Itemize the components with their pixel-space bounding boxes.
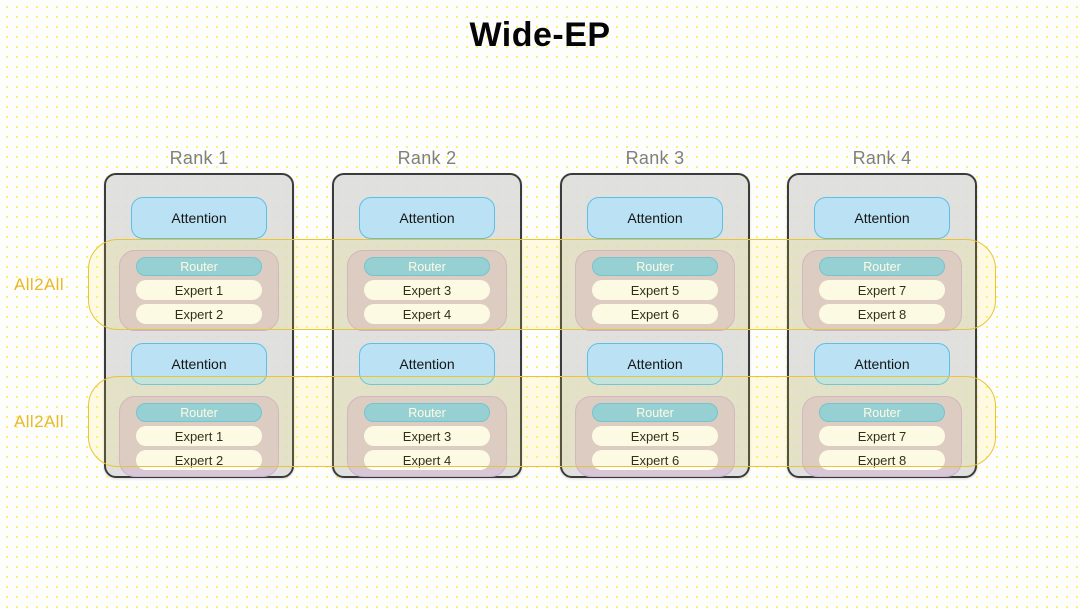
expert-label: Expert 8 [857, 452, 907, 468]
expert-label: Expert 3 [402, 428, 452, 444]
attention-label: Attention [854, 356, 910, 372]
expert-label: Expert 2 [174, 452, 224, 468]
rank-title-4: Rank 4 [852, 148, 912, 168]
attention-label: Attention [854, 210, 910, 226]
rank-card-3[interactable]: Attention Router Expert 5 Expert 6 Atten… [560, 173, 750, 478]
rank-card-1[interactable]: Attention Router Expert 1 Expert 2 Atten… [104, 173, 294, 478]
attention-block-r3-l2[interactable]: Attention [587, 343, 723, 385]
expert-label: Expert 1 [174, 282, 224, 298]
moe-block-r1-l1: Router Expert 1 Expert 2 [119, 250, 279, 331]
attention-block-r4-l2[interactable]: Attention [814, 343, 950, 385]
expert-label: Expert 8 [857, 306, 907, 322]
router-label: Router [180, 259, 218, 274]
rank-card-2[interactable]: Attention Router Expert 3 Expert 4 Atten… [332, 173, 522, 478]
page-title: Wide-EP [469, 16, 611, 54]
expert-label: Expert 6 [630, 452, 680, 468]
moe-block-r2-l2: Router Expert 3 Expert 4 [347, 396, 507, 477]
expert-block-r1-l2-1[interactable]: Expert 2 [136, 450, 262, 470]
router-label: Router [863, 405, 901, 420]
attention-block-r4-l1[interactable]: Attention [814, 197, 950, 239]
attention-label: Attention [399, 210, 455, 226]
expert-label: Expert 5 [630, 282, 680, 298]
expert-label: Expert 7 [857, 282, 907, 298]
attention-block-r2-l2[interactable]: Attention [359, 343, 495, 385]
expert-label: Expert 4 [402, 452, 452, 468]
expert-block-r4-l1-0[interactable]: Expert 7 [819, 280, 945, 300]
rank-card-4[interactable]: Attention Router Expert 7 Expert 8 Atten… [787, 173, 977, 478]
expert-block-r2-l1-0[interactable]: Expert 3 [364, 280, 490, 300]
router-label: Router [408, 405, 446, 420]
router-block-r2-l2[interactable]: Router [364, 403, 490, 422]
expert-block-r3-l2-1[interactable]: Expert 6 [592, 450, 718, 470]
router-block-r2-l1[interactable]: Router [364, 257, 490, 276]
router-block-r4-l2[interactable]: Router [819, 403, 945, 422]
attention-block-r1-l1[interactable]: Attention [131, 197, 267, 239]
moe-block-r1-l2: Router Expert 1 Expert 2 [119, 396, 279, 477]
expert-block-r3-l1-0[interactable]: Expert 5 [592, 280, 718, 300]
expert-block-r2-l2-0[interactable]: Expert 3 [364, 426, 490, 446]
expert-block-r2-l2-1[interactable]: Expert 4 [364, 450, 490, 470]
router-label: Router [636, 259, 674, 274]
attention-block-r2-l1[interactable]: Attention [359, 197, 495, 239]
expert-label: Expert 2 [174, 306, 224, 322]
expert-label: Expert 1 [174, 428, 224, 444]
rank-column-4: Rank 4 Attention Router Expert 7 Expert … [787, 148, 977, 478]
attention-label: Attention [171, 210, 227, 226]
router-label: Router [408, 259, 446, 274]
expert-label: Expert 4 [402, 306, 452, 322]
moe-block-r4-l1: Router Expert 7 Expert 8 [802, 250, 962, 331]
expert-block-r3-l2-0[interactable]: Expert 5 [592, 426, 718, 446]
attention-label: Attention [627, 210, 683, 226]
rank-column-2: Rank 2 Attention Router Expert 3 Expert … [332, 148, 522, 478]
expert-block-r3-l1-1[interactable]: Expert 6 [592, 304, 718, 324]
attention-block-r3-l1[interactable]: Attention [587, 197, 723, 239]
router-label: Router [180, 405, 218, 420]
expert-block-r1-l1-1[interactable]: Expert 2 [136, 304, 262, 324]
router-label: Router [636, 405, 674, 420]
router-label: Router [863, 259, 901, 274]
router-block-r1-l1[interactable]: Router [136, 257, 262, 276]
expert-label: Expert 5 [630, 428, 680, 444]
attention-label: Attention [171, 356, 227, 372]
attention-label: Attention [399, 356, 455, 372]
expert-block-r1-l1-0[interactable]: Expert 1 [136, 280, 262, 300]
moe-block-r3-l1: Router Expert 5 Expert 6 [575, 250, 735, 331]
expert-block-r2-l1-1[interactable]: Expert 4 [364, 304, 490, 324]
rank-title-2: Rank 2 [397, 148, 457, 168]
all2all-label-layer-2: All2All [14, 412, 65, 431]
expert-block-r1-l2-0[interactable]: Expert 1 [136, 426, 262, 446]
expert-label: Expert 3 [402, 282, 452, 298]
all2all-label-layer-1: All2All [14, 275, 65, 294]
router-block-r3-l2[interactable]: Router [592, 403, 718, 422]
rank-column-3: Rank 3 Attention Router Expert 5 Expert … [560, 148, 750, 478]
router-block-r3-l1[interactable]: Router [592, 257, 718, 276]
rank-title-1: Rank 1 [169, 148, 229, 168]
expert-block-r4-l2-1[interactable]: Expert 8 [819, 450, 945, 470]
moe-block-r4-l2: Router Expert 7 Expert 8 [802, 396, 962, 477]
attention-label: Attention [627, 356, 683, 372]
attention-block-r1-l2[interactable]: Attention [131, 343, 267, 385]
rank-column-1: Rank 1 Attention Router Expert 1 Expert … [104, 148, 294, 478]
router-block-r4-l1[interactable]: Router [819, 257, 945, 276]
expert-block-r4-l2-0[interactable]: Expert 7 [819, 426, 945, 446]
moe-block-r2-l1: Router Expert 3 Expert 4 [347, 250, 507, 331]
rank-title-3: Rank 3 [625, 148, 685, 168]
expert-label: Expert 6 [630, 306, 680, 322]
router-block-r1-l2[interactable]: Router [136, 403, 262, 422]
moe-block-r3-l2: Router Expert 5 Expert 6 [575, 396, 735, 477]
expert-label: Expert 7 [857, 428, 907, 444]
expert-block-r4-l1-1[interactable]: Expert 8 [819, 304, 945, 324]
